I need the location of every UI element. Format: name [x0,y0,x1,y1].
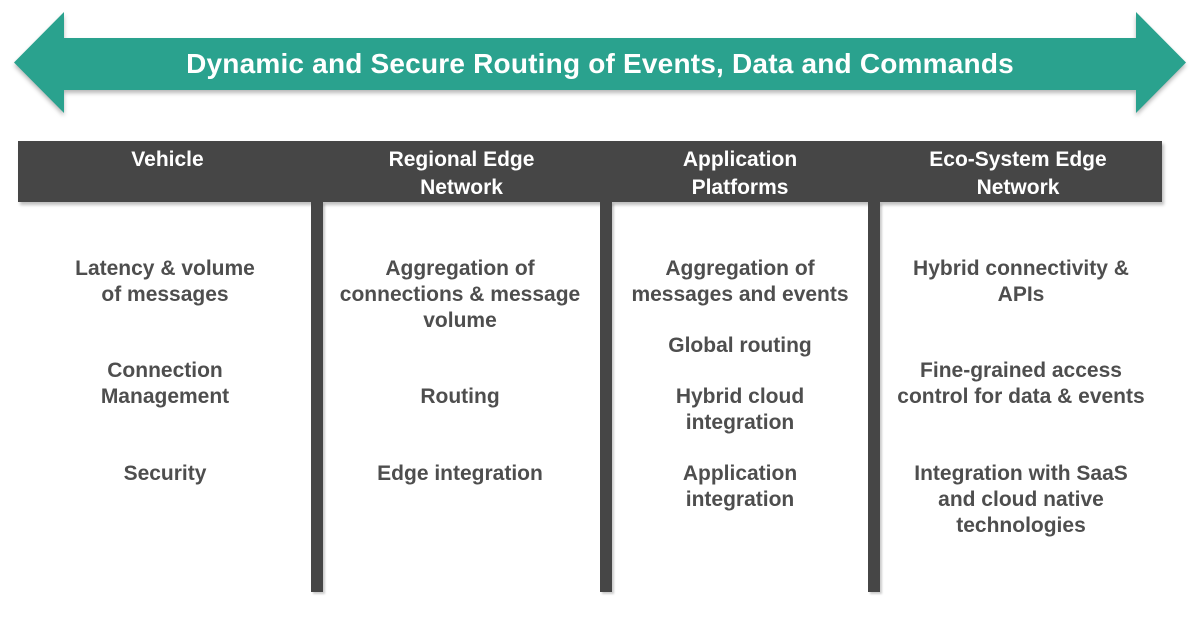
column-item: Routing [420,385,500,408]
column-divider [311,202,323,592]
column-item: Hybrid connectivity & APIs [913,257,1129,306]
double-arrow-icon [14,12,1186,113]
column-item: Latency & volume of messages [75,257,255,306]
column-item: Global routing [668,334,812,357]
column-item: Edge integration [377,462,543,485]
column-header-regional-edge-network: Regional Edge Network [388,148,535,199]
column-item: Application integration [682,462,798,511]
column-item: Integration with SaaS and cloud native t… [914,462,1128,537]
column-item: Aggregation of connections & message vol… [339,257,581,332]
column-item: Security [123,462,207,485]
column-header-vehicle: Vehicle [131,148,204,171]
column-item: Connection Management [100,359,230,408]
column-item: Aggregation of messages and events [631,257,849,306]
column-item: Fine-grained access control for data & e… [897,359,1145,408]
banner-title: Dynamic and Secure Routing of Events, Da… [186,48,1014,79]
column-divider [600,202,612,592]
table-header-bar: Vehicle Regional Edge Network Applicatio… [18,141,1162,202]
routing-banner: Dynamic and Secure Routing of Events, Da… [14,12,1186,113]
column-divider [868,202,880,592]
column-header-eco-system-edge-network: Eco-System Edge Network [929,148,1107,199]
column-regional-edge-network-items: Aggregation of connections & message vol… [322,202,598,592]
column-header-application-platforms: Application Platforms [682,148,798,199]
column-item: Hybrid cloud integration [675,385,805,434]
